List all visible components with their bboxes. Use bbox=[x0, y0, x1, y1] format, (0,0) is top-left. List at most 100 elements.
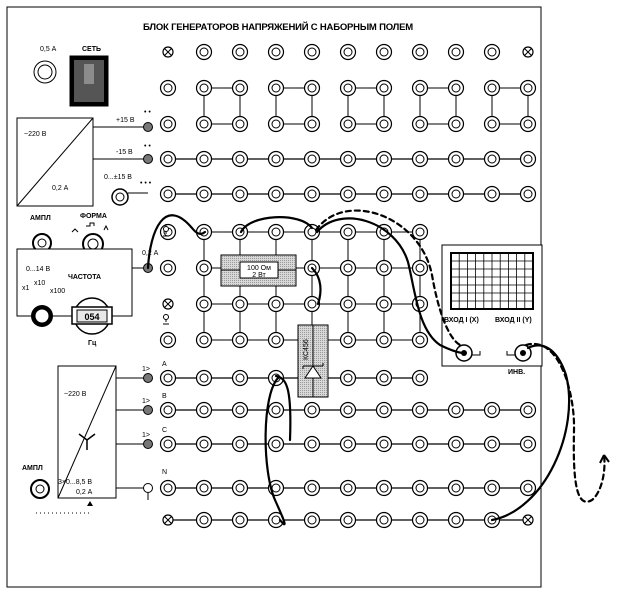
socket[interactable] bbox=[483, 185, 501, 203]
socket[interactable] bbox=[339, 369, 357, 387]
socket[interactable] bbox=[519, 115, 537, 133]
socket[interactable] bbox=[375, 295, 393, 313]
socket[interactable] bbox=[411, 185, 429, 203]
socket[interactable] bbox=[483, 479, 501, 497]
socket[interactable] bbox=[411, 259, 429, 277]
socket[interactable] bbox=[267, 223, 285, 241]
socket[interactable] bbox=[519, 479, 537, 497]
socket[interactable] bbox=[195, 79, 213, 97]
socket[interactable] bbox=[231, 79, 249, 97]
socket[interactable] bbox=[447, 435, 465, 453]
socket[interactable] bbox=[483, 401, 501, 419]
socket[interactable] bbox=[411, 295, 429, 313]
socket[interactable] bbox=[159, 435, 177, 453]
socket[interactable] bbox=[339, 43, 357, 61]
socket[interactable] bbox=[519, 185, 537, 203]
socket[interactable] bbox=[195, 185, 213, 203]
socket[interactable] bbox=[231, 479, 249, 497]
socket[interactable] bbox=[375, 150, 393, 168]
socket[interactable] bbox=[195, 295, 213, 313]
socket[interactable] bbox=[267, 115, 285, 133]
socket[interactable] bbox=[339, 259, 357, 277]
socket[interactable] bbox=[375, 435, 393, 453]
socket[interactable] bbox=[159, 223, 177, 241]
socket[interactable] bbox=[339, 401, 357, 419]
socket[interactable] bbox=[447, 43, 465, 61]
socket[interactable] bbox=[195, 401, 213, 419]
socket[interactable] bbox=[231, 295, 249, 313]
socket[interactable] bbox=[231, 150, 249, 168]
socket[interactable] bbox=[447, 479, 465, 497]
socket[interactable] bbox=[519, 79, 537, 97]
socket[interactable] bbox=[303, 479, 321, 497]
socket[interactable] bbox=[231, 115, 249, 133]
socket[interactable] bbox=[303, 511, 321, 529]
socket[interactable] bbox=[411, 331, 429, 349]
socket[interactable] bbox=[303, 435, 321, 453]
socket[interactable] bbox=[195, 511, 213, 529]
socket[interactable] bbox=[159, 115, 177, 133]
socket[interactable] bbox=[159, 259, 177, 277]
socket[interactable] bbox=[339, 150, 357, 168]
socket[interactable] bbox=[231, 511, 249, 529]
socket[interactable] bbox=[375, 331, 393, 349]
socket[interactable] bbox=[519, 401, 537, 419]
socket[interactable] bbox=[231, 331, 249, 349]
socket[interactable] bbox=[339, 79, 357, 97]
socket[interactable] bbox=[195, 259, 213, 277]
socket[interactable] bbox=[339, 115, 357, 133]
socket[interactable] bbox=[231, 435, 249, 453]
socket[interactable] bbox=[231, 185, 249, 203]
socket[interactable] bbox=[231, 369, 249, 387]
socket[interactable] bbox=[483, 150, 501, 168]
socket[interactable] bbox=[339, 435, 357, 453]
socket[interactable] bbox=[159, 150, 177, 168]
socket[interactable] bbox=[195, 115, 213, 133]
socket[interactable] bbox=[411, 115, 429, 133]
socket[interactable] bbox=[411, 435, 429, 453]
socket[interactable] bbox=[195, 150, 213, 168]
socket[interactable] bbox=[411, 369, 429, 387]
socket[interactable] bbox=[447, 511, 465, 529]
socket[interactable] bbox=[267, 185, 285, 203]
socket[interactable] bbox=[231, 401, 249, 419]
socket[interactable] bbox=[411, 511, 429, 529]
resistor-component[interactable] bbox=[220, 254, 297, 287]
socket[interactable] bbox=[375, 115, 393, 133]
socket[interactable] bbox=[159, 79, 177, 97]
socket[interactable] bbox=[519, 435, 537, 453]
socket[interactable] bbox=[231, 43, 249, 61]
socket[interactable] bbox=[375, 79, 393, 97]
socket[interactable] bbox=[267, 150, 285, 168]
three-phase-amplitude-knob[interactable] bbox=[30, 479, 50, 499]
socket[interactable] bbox=[447, 401, 465, 419]
socket[interactable] bbox=[159, 185, 177, 203]
socket[interactable] bbox=[447, 115, 465, 133]
socket[interactable] bbox=[267, 435, 285, 453]
socket[interactable] bbox=[267, 401, 285, 419]
socket[interactable] bbox=[375, 479, 393, 497]
socket[interactable] bbox=[267, 79, 285, 97]
socket[interactable] bbox=[519, 150, 537, 168]
socket[interactable] bbox=[303, 295, 321, 313]
zener-diode-component[interactable] bbox=[297, 324, 329, 398]
socket[interactable] bbox=[447, 150, 465, 168]
socket[interactable] bbox=[375, 185, 393, 203]
socket[interactable] bbox=[483, 435, 501, 453]
socket[interactable] bbox=[411, 401, 429, 419]
fuse[interactable] bbox=[33, 60, 57, 84]
fg-range-knob[interactable] bbox=[31, 305, 53, 327]
socket[interactable] bbox=[339, 295, 357, 313]
scope-input1-connector[interactable] bbox=[455, 344, 473, 362]
socket[interactable] bbox=[339, 331, 357, 349]
socket[interactable] bbox=[303, 185, 321, 203]
socket[interactable] bbox=[483, 43, 501, 61]
socket[interactable] bbox=[195, 479, 213, 497]
socket[interactable] bbox=[375, 43, 393, 61]
socket[interactable] bbox=[411, 223, 429, 241]
socket[interactable] bbox=[483, 79, 501, 97]
scope-input2-connector[interactable] bbox=[514, 344, 532, 362]
socket[interactable] bbox=[195, 369, 213, 387]
socket[interactable] bbox=[303, 43, 321, 61]
socket[interactable] bbox=[411, 79, 429, 97]
